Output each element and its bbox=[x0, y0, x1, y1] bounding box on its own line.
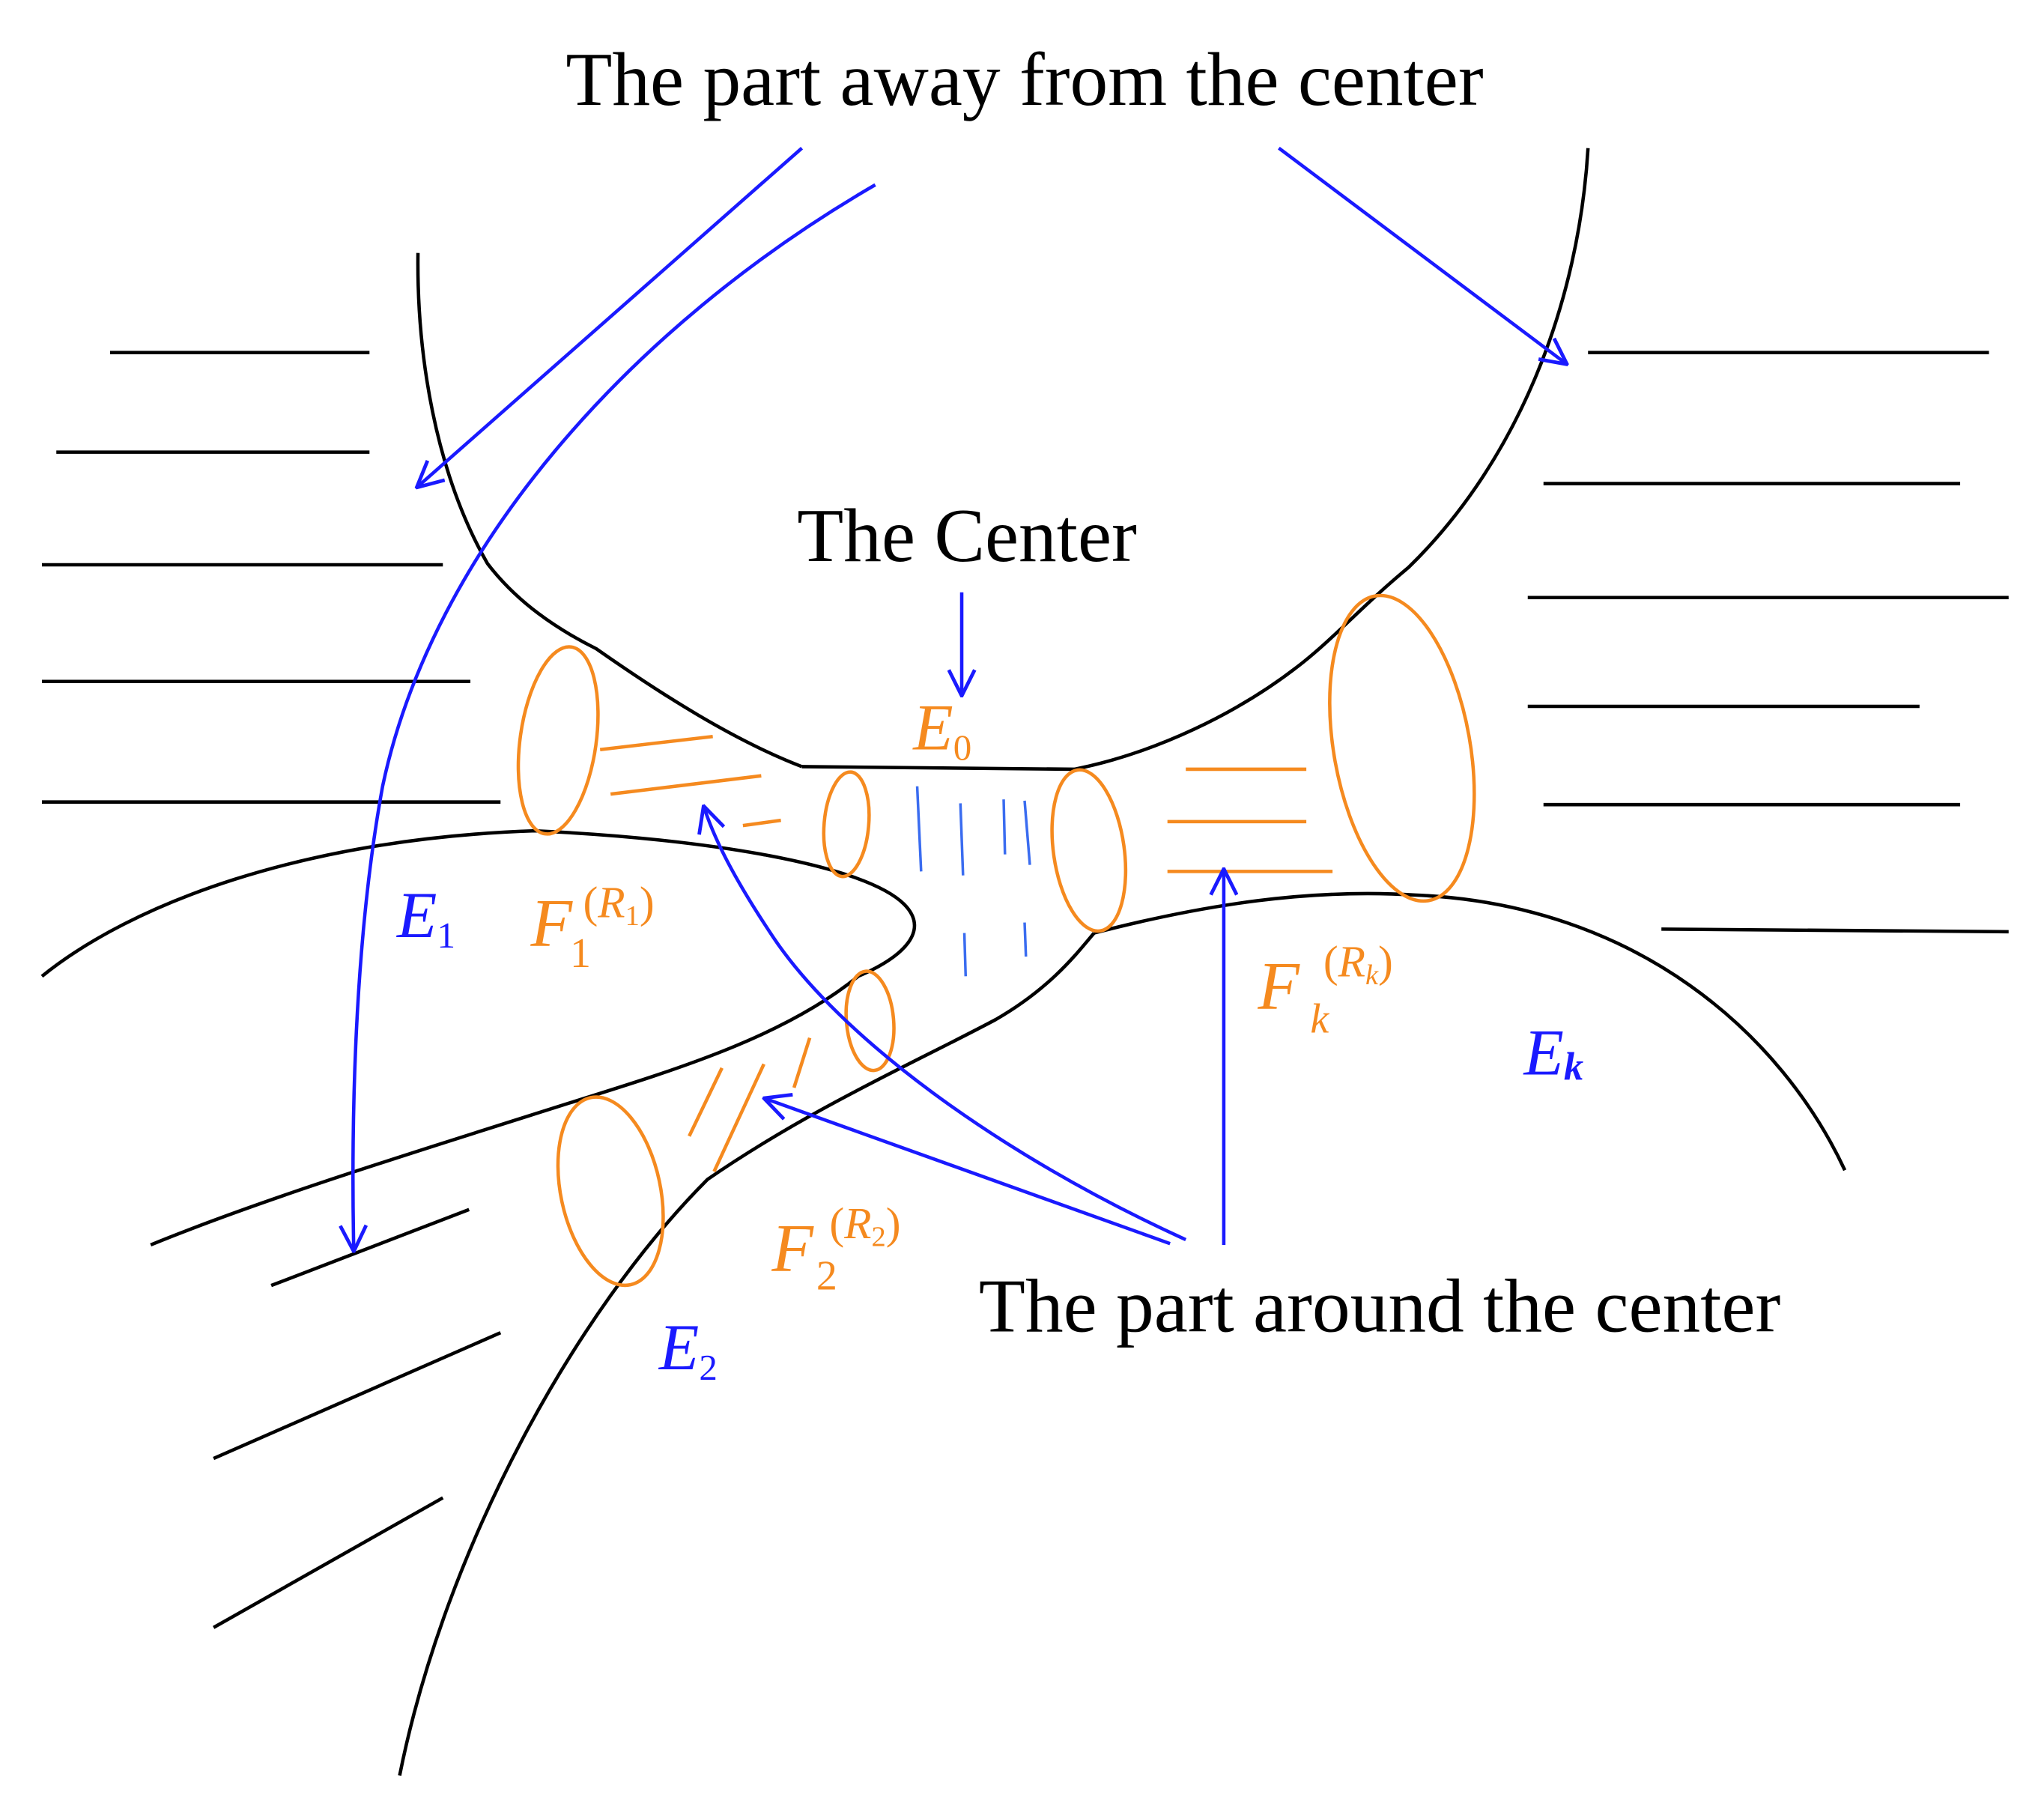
hatch-line bbox=[213, 1331, 502, 1461]
neck-fk-inner-ellipse bbox=[1050, 768, 1128, 933]
neck-f1-sup: (R1) bbox=[583, 878, 654, 932]
around-label: The part around the center bbox=[979, 1264, 1780, 1348]
neck-f2-sup-close: ) bbox=[886, 1198, 901, 1248]
center-top-left-curve bbox=[416, 252, 803, 769]
region-ek-subscript: k bbox=[1564, 1046, 1583, 1089]
neck-f2-stroke bbox=[688, 1067, 724, 1137]
neck-f2-label: F bbox=[771, 1210, 814, 1286]
neck-fk-sup-r: R bbox=[1338, 936, 1365, 986]
arrow-to-center-top-right bbox=[1278, 146, 1567, 365]
neck-f2-sup-open: ( bbox=[829, 1198, 844, 1248]
neck-f1-sup-r: R bbox=[597, 878, 625, 927]
e2-ek-boundary bbox=[398, 932, 1096, 1776]
neck-fk-outer-ellipse bbox=[1328, 593, 1476, 903]
center-label: The Center bbox=[797, 494, 1137, 578]
top-label: The part away from the center bbox=[565, 37, 1483, 121]
region-e1-subscript: 1 bbox=[437, 915, 455, 956]
neck-f1-stroke bbox=[599, 734, 713, 751]
neck-f2-sup: (R2) bbox=[829, 1198, 900, 1252]
center-dash bbox=[962, 933, 968, 977]
e1-e2-lower-boundary bbox=[150, 975, 860, 1247]
neck-f2-sup-sub: 2 bbox=[871, 1222, 885, 1253]
neck-fk-sup-close: ) bbox=[1378, 936, 1393, 986]
region-e2-base: E bbox=[658, 1311, 699, 1384]
center-dash bbox=[1023, 800, 1031, 865]
region-e1-label: E1 bbox=[395, 879, 455, 956]
ek-boundary bbox=[1094, 891, 1847, 1172]
neck-fk-base: F bbox=[1257, 948, 1300, 1024]
hatch-line bbox=[270, 1207, 470, 1288]
neck-f1-stroke bbox=[610, 774, 762, 796]
region-ek-base: E bbox=[1523, 1016, 1564, 1089]
region-e0-base: E bbox=[912, 691, 953, 764]
neck-cylinders bbox=[516, 593, 1476, 1288]
neck-f2-outer-ellipse bbox=[556, 1095, 665, 1288]
arrow-to-neck-f1 bbox=[703, 806, 1187, 1242]
neck-f1-base: F bbox=[530, 885, 573, 961]
neck-f2-base: F bbox=[771, 1210, 814, 1286]
neck-f1-outer-ellipse bbox=[516, 645, 600, 836]
neck-f1-stroke bbox=[742, 818, 781, 828]
center-dash bbox=[959, 803, 965, 876]
neck-fk-sub: k bbox=[1310, 996, 1329, 1043]
region-e2-subscript: 2 bbox=[699, 1347, 717, 1388]
e1-upper-boundary bbox=[40, 828, 917, 978]
center-dash bbox=[915, 786, 923, 872]
region-ek-label: Ek bbox=[1523, 1016, 1584, 1089]
neck-f1-sub: 1 bbox=[570, 930, 591, 977]
arrow-to-e2-far-region bbox=[353, 183, 876, 1252]
region-e2-label: E2 bbox=[658, 1311, 718, 1388]
center-dash bbox=[1002, 799, 1007, 855]
neck-f1-sup-close: ) bbox=[640, 878, 655, 927]
neck-fk-sup-sub: k bbox=[1365, 960, 1379, 991]
center-bottom-line bbox=[801, 765, 1075, 772]
neck-f2-stroke bbox=[712, 1063, 765, 1172]
hatch-line bbox=[213, 1496, 444, 1629]
neck-f2-stroke bbox=[792, 1037, 812, 1088]
region-e0-label: E0 bbox=[912, 691, 971, 769]
neck-fk-sup: (Rk) bbox=[1323, 936, 1393, 990]
neck-fk-label: F bbox=[1257, 948, 1300, 1024]
neck-f1-sup-sub: 1 bbox=[625, 900, 640, 932]
surface-curves bbox=[40, 148, 2009, 1776]
neck-f1-inner-ellipse bbox=[822, 770, 871, 879]
neck-fk-sup-open: ( bbox=[1323, 936, 1338, 986]
blue-arrows bbox=[353, 146, 1567, 1252]
region-e1-base: E bbox=[395, 879, 437, 951]
neck-f1-sup-open: ( bbox=[583, 878, 598, 927]
arrow-to-center-top-left bbox=[416, 147, 804, 488]
neck-f1-label: F bbox=[530, 885, 573, 961]
arrow-to-neck-f2 bbox=[764, 1098, 1171, 1246]
neck-f2-sup-r: R bbox=[843, 1198, 871, 1248]
neck-f2-sub: 2 bbox=[816, 1252, 837, 1299]
center-dashes bbox=[915, 786, 1031, 977]
center-dash bbox=[1023, 922, 1028, 957]
region-e0-subscript: 0 bbox=[953, 727, 971, 769]
hatch-line bbox=[1661, 927, 2009, 934]
